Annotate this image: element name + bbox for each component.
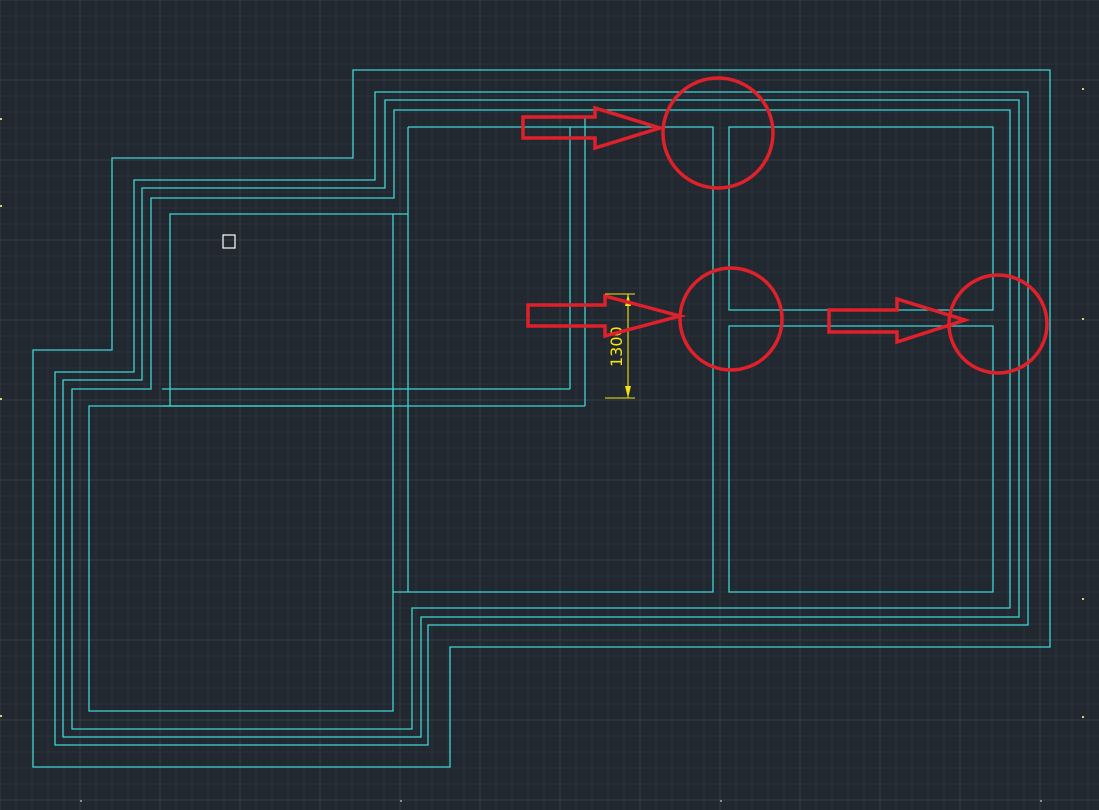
circle-top-junction — [661, 76, 775, 190]
edge-tick — [1082, 716, 1084, 718]
floor-plan-walls[interactable] — [32, 69, 1051, 768]
pickbox-cursor-icon — [222, 234, 236, 249]
edge-tick — [1082, 88, 1084, 90]
dimension-text: 1300 — [607, 326, 626, 367]
dimension-annotation[interactable]: 1300 — [605, 293, 635, 399]
outer-wall-line-3[interactable] — [62, 99, 1020, 738]
room-right-upper[interactable] — [728, 126, 994, 311]
room-right-lower[interactable] — [728, 325, 994, 593]
edge-tick — [1082, 318, 1084, 320]
edge-tick — [0, 118, 2, 120]
room-top-middle[interactable] — [393, 126, 714, 593]
edge-tick — [0, 715, 2, 717]
viewport-edge-ticks — [0, 88, 1084, 802]
outer-wall-line-1[interactable] — [32, 69, 1051, 768]
markup-circles — [661, 76, 1049, 375]
room-left-lower[interactable] — [88, 405, 394, 712]
edge-tick — [0, 205, 2, 207]
markup-arrows — [521, 105, 971, 345]
outer-wall-line-2[interactable] — [54, 91, 1029, 746]
arrow-right — [827, 296, 971, 345]
edge-tick — [1040, 800, 1042, 802]
arrow-middle — [526, 293, 687, 339]
edge-tick — [80, 800, 82, 802]
edge-tick — [720, 800, 722, 802]
edge-tick — [1082, 598, 1084, 600]
outer-wall-line-4[interactable] — [71, 109, 1011, 730]
edge-tick — [0, 398, 2, 400]
edge-tick — [400, 800, 402, 802]
arrow-top — [521, 105, 666, 151]
circle-right-junction — [947, 273, 1049, 375]
circle-middle-junction — [678, 266, 784, 372]
room-left-upper-top[interactable] — [169, 213, 408, 406]
dimension-arrowhead-bottom — [625, 386, 631, 398]
